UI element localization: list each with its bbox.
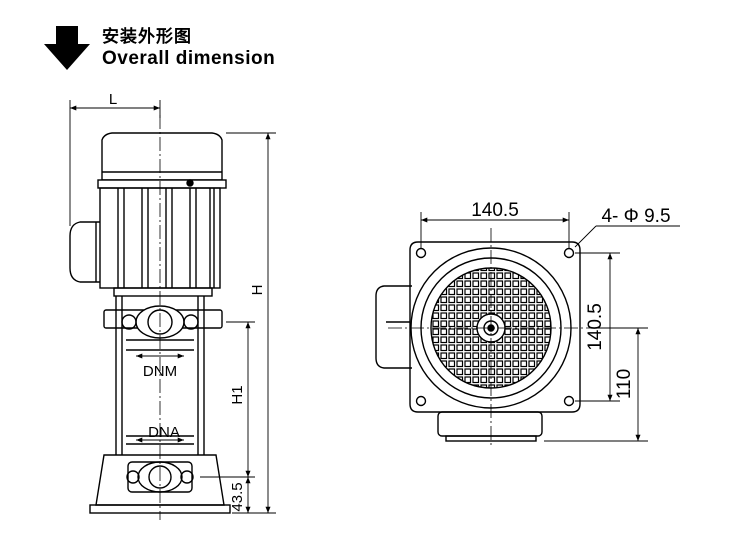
title-english: Overall dimension	[102, 48, 276, 69]
bottom-flange	[437, 411, 543, 442]
dim-label-holes: 4- Φ 9.5	[601, 206, 670, 227]
dim-label-width: 140.5	[471, 200, 519, 221]
motor-cap	[97, 132, 227, 189]
dim-label-L: L	[109, 91, 117, 108]
top-view-dimensions	[420, 212, 680, 442]
terminal-box-top	[375, 285, 412, 369]
pump-column	[115, 296, 205, 455]
header: 安装外形图 Overall dimension	[44, 26, 275, 70]
dim-label-H1: H1	[229, 385, 246, 404]
dim-label-height: 140.5	[585, 303, 606, 351]
base-plate	[409, 241, 581, 413]
top-view	[375, 228, 596, 448]
dim-label-H: H	[249, 285, 266, 296]
side-view	[69, 115, 231, 520]
side-view-dimensions	[69, 100, 276, 514]
title-chinese: 安装外形图	[102, 27, 192, 47]
title-block: 安装外形图 Overall dimension	[102, 26, 275, 70]
dim-label-DNA: DNA	[148, 424, 180, 441]
outlet-flange	[103, 287, 223, 339]
dim-label-DNM: DNM	[143, 363, 177, 380]
arrow-down-icon	[44, 26, 90, 70]
dim-label-base-height: 43.5	[229, 482, 246, 511]
terminal-box	[69, 221, 100, 283]
dim-label-center-height: 110	[614, 369, 635, 399]
